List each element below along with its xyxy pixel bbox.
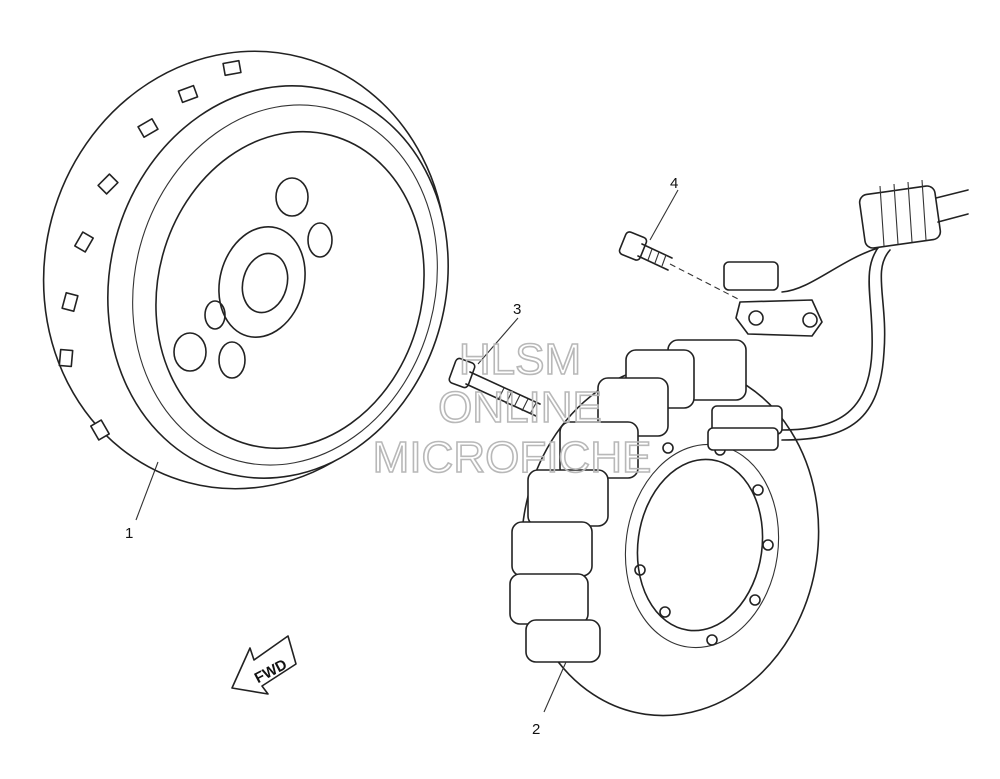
screw-part-4[interactable] [618, 231, 673, 271]
flywheel-rotor[interactable] [0, 6, 495, 535]
watermark-line-1: HLSM [459, 335, 581, 384]
callout-1: 1 [125, 525, 133, 542]
leader-line-1 [135, 461, 159, 521]
watermark-line-2: ONLINE [438, 383, 602, 432]
callout-3: 3 [513, 301, 521, 318]
leader-line-3 [477, 317, 519, 365]
callout-2: 2 [532, 721, 540, 738]
bolt-part-3[interactable] [448, 357, 541, 417]
callout-4: 4 [670, 175, 678, 192]
leader-line-4 [649, 189, 679, 241]
watermark: HLSM ONLINE MICROFICHE [372, 334, 652, 483]
leader-line-2 [543, 661, 567, 713]
alignment-line [669, 263, 741, 301]
watermark-line-3: MICROFICHE [373, 433, 652, 482]
stator-assembly[interactable] [499, 179, 969, 735]
fwd-arrow-icon: FWD [231, 635, 297, 695]
